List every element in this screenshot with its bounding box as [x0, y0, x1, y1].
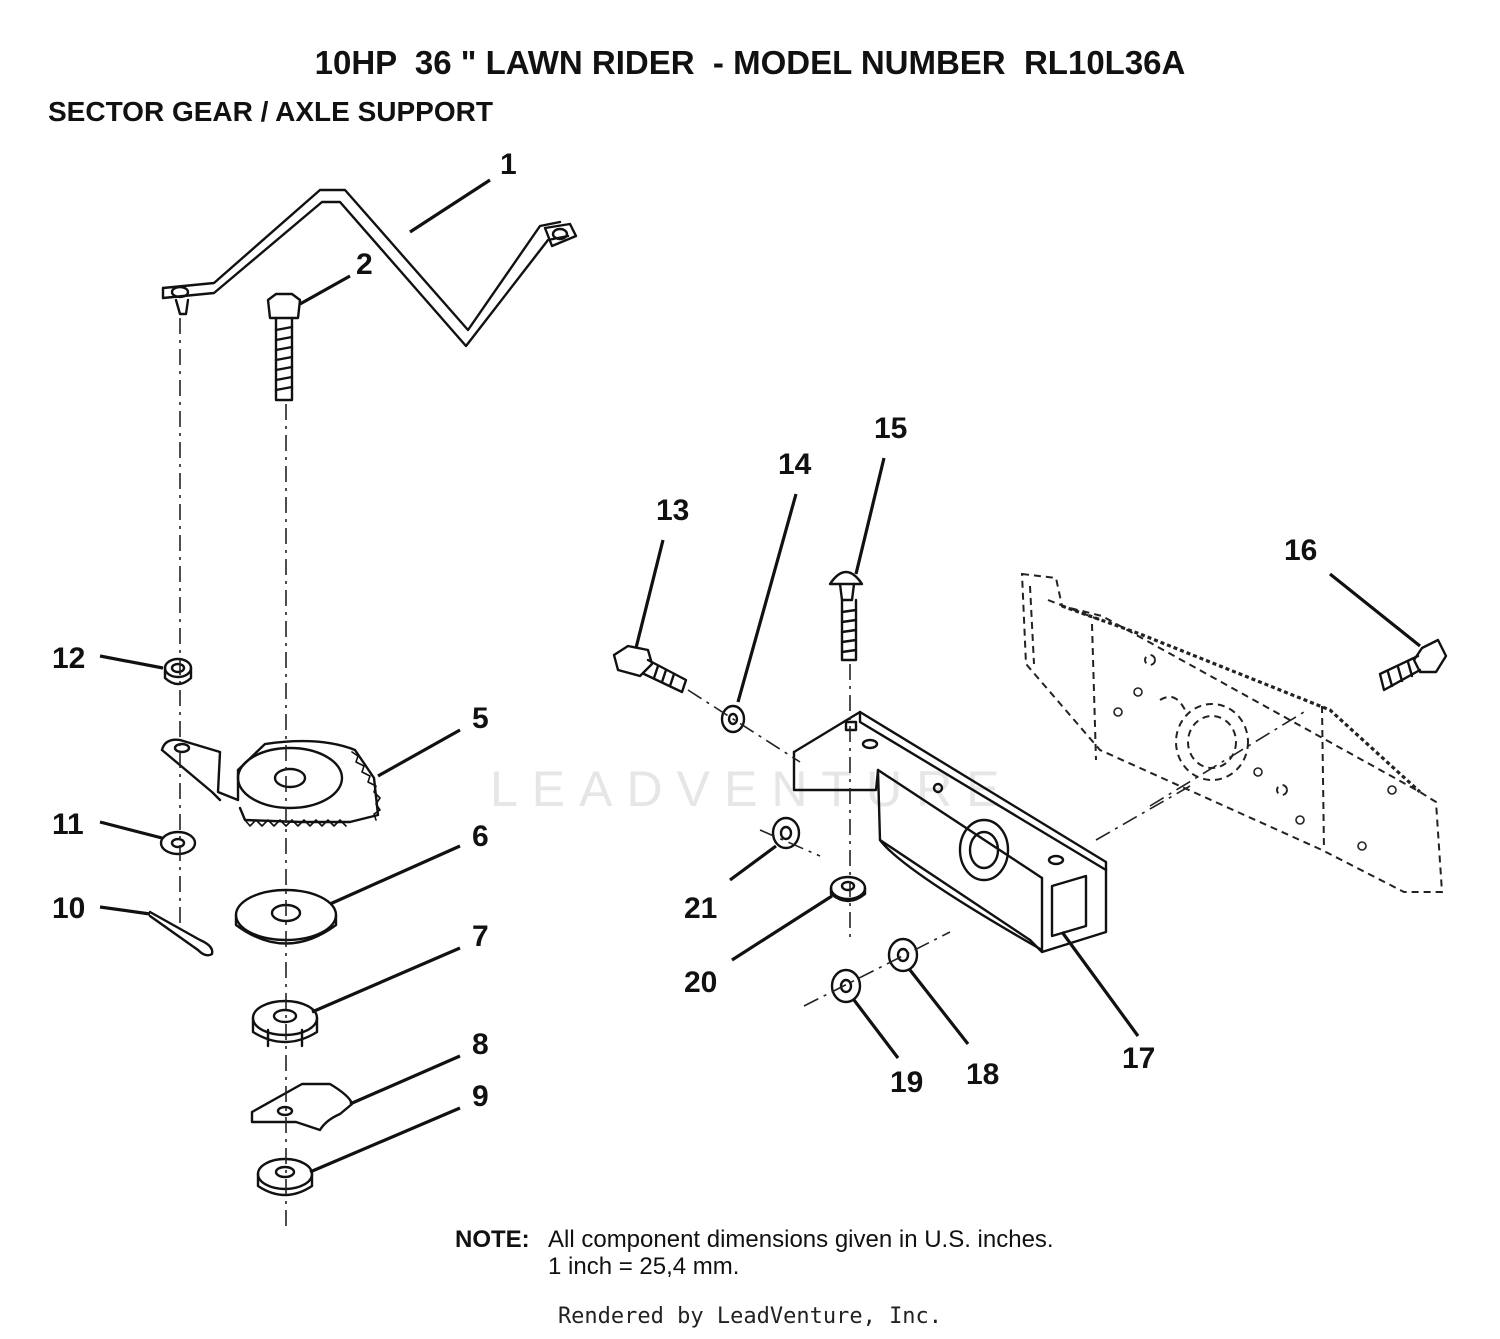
callout-13: 13 — [656, 494, 689, 527]
callout-8: 8 — [472, 1028, 489, 1061]
part-21-nut[interactable] — [771, 816, 801, 850]
callout-15: 15 — [874, 412, 907, 445]
part-7-nut[interactable] — [251, 999, 319, 1048]
callout-17: 17 — [1122, 1042, 1155, 1075]
callout-16: 16 — [1284, 534, 1317, 567]
note-line-1: All component dimensions given in U.S. i… — [548, 1226, 1054, 1253]
diagram-subtitle: SECTOR GEAR / AXLE SUPPORT — [48, 96, 493, 127]
part-12-nut[interactable] — [163, 657, 193, 686]
diagram-title: 10HP 36 " LAWN RIDER - MODEL NUMBER RL10… — [314, 44, 1186, 81]
frame-holes — [1113, 687, 1397, 851]
part-10-cotter-pin[interactable] — [148, 910, 214, 957]
note-line-2: 1 inch = 25,4 mm. — [548, 1253, 740, 1280]
callout-11: 11 — [52, 808, 84, 841]
note-body: All component dimensions given in U.S. i… — [548, 1226, 1054, 1280]
part-14-washer[interactable] — [720, 704, 746, 734]
callout-5: 5 — [472, 702, 489, 735]
note-label: NOTE: — [455, 1226, 530, 1253]
callout-20: 20 — [684, 966, 717, 999]
frame-axle-outline — [1020, 572, 1444, 893]
dimension-note: NOTE: All component dimensions given in U… — [455, 1226, 1054, 1280]
callout-18: 18 — [966, 1058, 999, 1091]
callout-1: 1 — [500, 148, 517, 181]
part-20-nut[interactable] — [829, 875, 867, 903]
part-9-nut[interactable] — [256, 1157, 314, 1197]
part-18-nut[interactable] — [887, 937, 919, 973]
callout-14: 14 — [778, 448, 812, 481]
part-2-bolt[interactable] — [266, 292, 302, 402]
callout-12: 12 — [52, 642, 85, 675]
callout-6: 6 — [472, 820, 489, 853]
part-16-bolt[interactable] — [1378, 638, 1448, 692]
callout-2: 2 — [356, 248, 373, 281]
callout-19: 19 — [890, 1066, 923, 1099]
part-13-bolt[interactable] — [612, 644, 688, 694]
callout-9: 9 — [472, 1080, 489, 1113]
leader-lines — [99, 178, 1421, 1174]
part-11-washer[interactable] — [159, 830, 197, 856]
assembly-centerlines — [179, 318, 1305, 1230]
callout-10: 10 — [52, 892, 85, 925]
part-15-carriage-bolt[interactable] — [828, 570, 864, 662]
part-8-clamp[interactable] — [250, 1082, 354, 1132]
callout-21: 21 — [684, 892, 717, 925]
callout-7: 7 — [472, 920, 489, 953]
part-17-axle-support[interactable] — [792, 710, 1108, 954]
watermark-text: LEADVENTURE — [490, 761, 1014, 817]
part-5-sector-gear[interactable] — [160, 738, 381, 827]
part-1-drag-link[interactable] — [161, 188, 578, 348]
part-19-nut[interactable] — [830, 968, 862, 1004]
footer-credit: Rendered by LeadVenture, Inc. — [557, 1304, 943, 1329]
